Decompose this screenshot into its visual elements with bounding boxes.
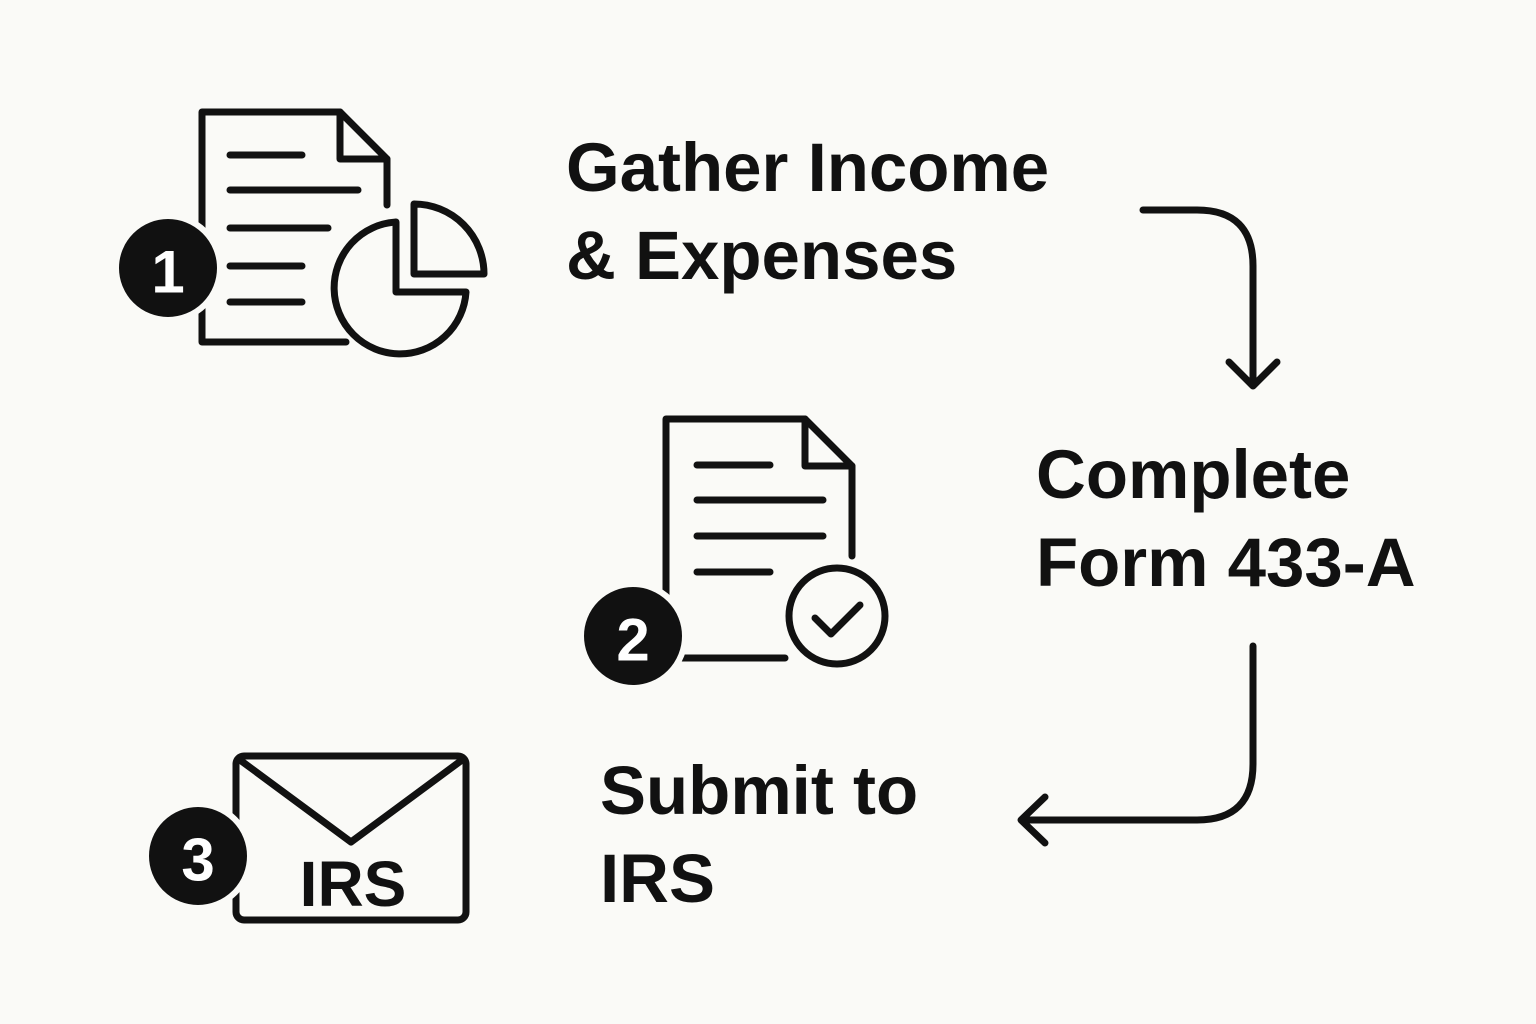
arrow-step1-to-step2 (1139, 206, 1281, 390)
step-1-number: 1 (151, 239, 184, 306)
arrow-step2-to-step3 (1017, 642, 1257, 847)
step-3-envelope-icon: IRS (232, 752, 470, 924)
step-1-title-line1: Gather Income (566, 129, 1050, 206)
step-3-title: Submit to IRS (600, 747, 918, 923)
step-2-badge: 2 (578, 581, 688, 691)
step-3-title-line2: IRS (600, 840, 716, 917)
step-1-title: Gather Income & Expenses (566, 124, 1049, 300)
step-1-badge: 1 (113, 213, 223, 323)
step-3-title-line1: Submit to (600, 752, 919, 829)
step-1-title-line2: & Expenses (566, 217, 958, 294)
envelope-irs-text: IRS (300, 848, 407, 920)
step-2-number: 2 (616, 607, 649, 674)
step-2-title-line2: Form 433-A (1036, 524, 1416, 601)
step-1-document-chart-icon (198, 108, 488, 358)
step-2-document-check-icon (662, 415, 889, 668)
step-3-badge: 3 (143, 801, 253, 911)
step-3-number: 3 (181, 827, 214, 894)
step-2-title: Complete Form 433-A (1036, 431, 1416, 607)
step-2-title-line1: Complete (1036, 436, 1351, 513)
